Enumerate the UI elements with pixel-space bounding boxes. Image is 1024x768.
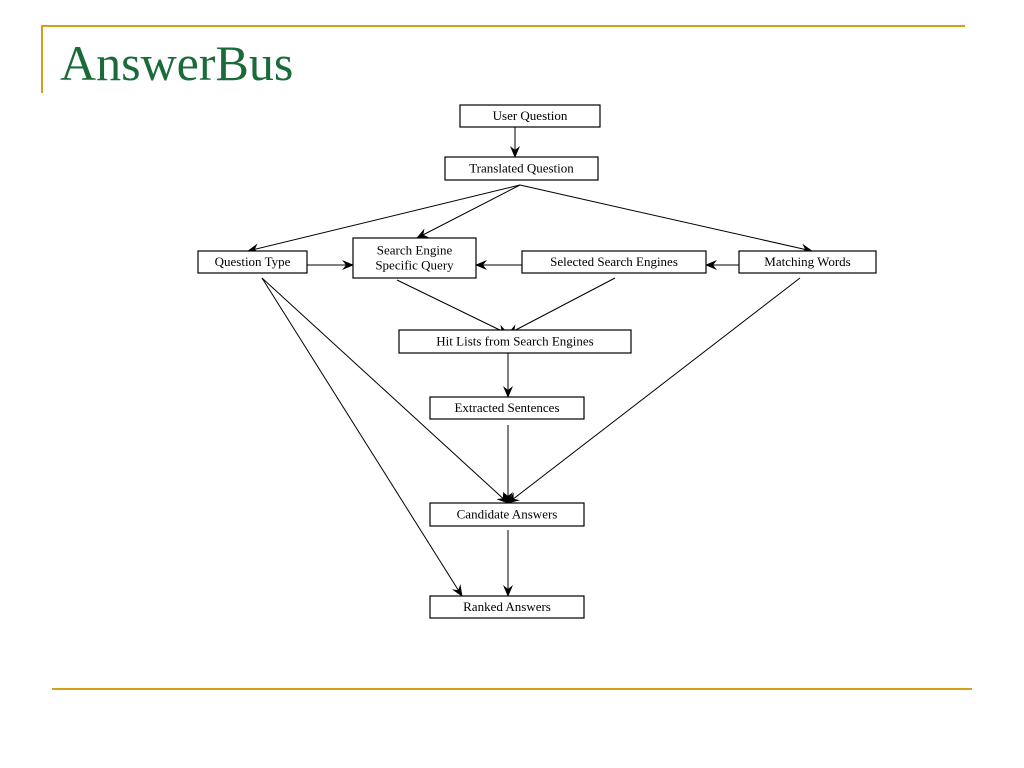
- node-box: [429, 396, 585, 420]
- node-label: Extracted Sentences: [454, 400, 559, 415]
- node-box: [398, 329, 632, 354]
- edge-selected-search-engines-to-hit-lists: [507, 277, 616, 335]
- node-label: Specific Query: [375, 258, 454, 273]
- node-label: Hit Lists from Search Engines: [436, 334, 593, 349]
- node-label: Search Engine: [377, 243, 453, 258]
- edge-question-type-to-candidate-answers: [261, 277, 509, 504]
- node-extracted-sentences: Extracted Sentences: [429, 396, 585, 420]
- node-label: Candidate Answers: [457, 507, 558, 522]
- node-user-question: User Question: [459, 104, 601, 128]
- node-selected-search-engines: Selected Search Engines: [521, 250, 707, 274]
- node-translated-question: Translated Question: [444, 156, 599, 181]
- node-candidate-answers: Candidate Answers: [429, 502, 585, 527]
- edge-question-type-to-ranked-answers: [261, 277, 463, 597]
- node-box: [738, 250, 877, 274]
- node-label: Selected Search Engines: [550, 254, 678, 269]
- node-label: Translated Question: [469, 161, 574, 176]
- edge-matching-words-to-candidate-answers: [507, 277, 801, 504]
- bottom-accent-rule: [52, 688, 972, 690]
- node-box: [459, 104, 601, 128]
- edge-translated-question-to-question-type: [247, 184, 521, 254]
- node-label: Question Type: [215, 254, 291, 269]
- edges-layer: [247, 127, 813, 597]
- node-box: [429, 595, 585, 619]
- node-question-type: Question Type: [197, 250, 308, 274]
- node-box: [197, 250, 308, 274]
- node-box: [352, 237, 477, 279]
- node-box: [521, 250, 707, 274]
- top-accent-rule: [41, 25, 965, 27]
- node-hit-lists: Hit Lists from Search Engines: [398, 329, 632, 354]
- node-box: [429, 502, 585, 527]
- slide-title: AnswerBus: [60, 35, 294, 91]
- node-label: User Question: [493, 108, 568, 123]
- left-accent-rule: [41, 25, 43, 93]
- node-label: Matching Words: [764, 254, 850, 269]
- node-box: [444, 156, 599, 181]
- edge-translated-question-to-matching-words: [519, 184, 813, 254]
- node-matching-words: Matching Words: [738, 250, 877, 274]
- node-ranked-answers: Ranked Answers: [429, 595, 585, 619]
- edge-translated-question-to-search-engine-query: [416, 184, 521, 239]
- node-label: Ranked Answers: [463, 599, 551, 614]
- edge-search-engine-query-to-hit-lists: [396, 279, 509, 335]
